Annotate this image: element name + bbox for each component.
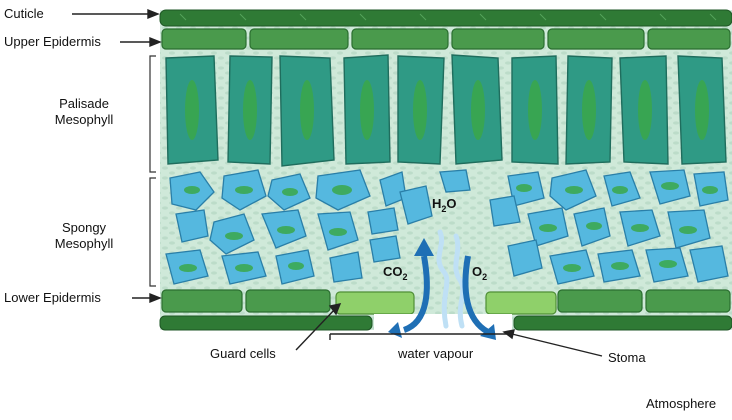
palisade-bracket <box>150 56 156 172</box>
spongy-label-line-2: Mesophyll <box>34 236 134 252</box>
guard-cells-label: Guard cells <box>210 346 276 362</box>
stoma-label: Stoma <box>608 350 646 366</box>
lower-epidermis-label: Lower Epidermis <box>4 290 101 306</box>
palisade-label-line-2: Mesophyll <box>34 112 134 128</box>
upper-epidermis-label: Upper Epidermis <box>4 34 101 50</box>
atmosphere-label: Atmosphere <box>646 396 716 412</box>
spongy-label-line-1: Spongy <box>34 220 134 236</box>
water-vapour-label: water vapour <box>398 346 473 362</box>
palisade-label-line-1: Palisade <box>34 96 134 112</box>
cuticle-label: Cuticle <box>4 6 44 22</box>
spongy-mesophyll-label: Spongy Mesophyll <box>34 220 134 252</box>
palisade-mesophyll-label: Palisade Mesophyll <box>34 96 134 128</box>
spongy-bracket <box>150 178 156 286</box>
cuticle-layer <box>160 10 732 26</box>
